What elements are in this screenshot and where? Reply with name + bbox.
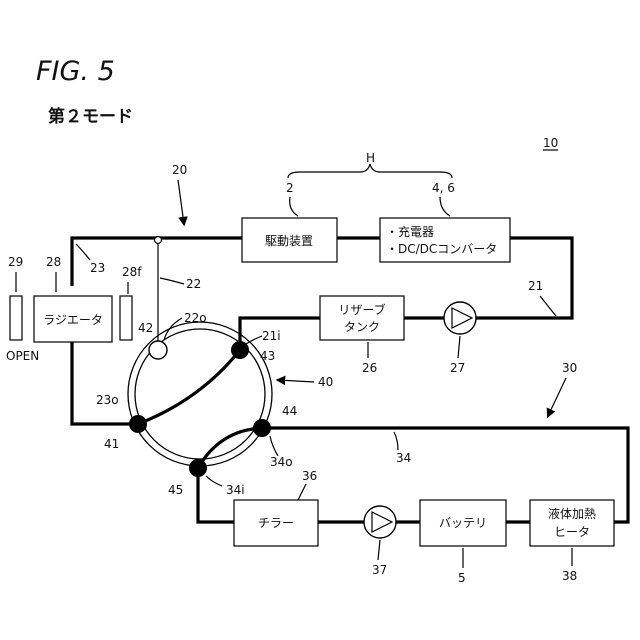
charger-leader — [440, 197, 450, 216]
port-42-ref: 42 — [138, 321, 153, 335]
brace-h-label: H — [366, 151, 375, 165]
pipe-21i-ref: 21i — [262, 329, 281, 343]
drive-label: 駆動装置 — [265, 234, 313, 248]
radiator-label: ラジエータ — [43, 313, 103, 327]
circuit-20-ref: 20 — [172, 163, 187, 177]
chiller-leader — [298, 484, 306, 500]
pipe-23o-ref: 23o — [96, 393, 119, 407]
charger-label-2: ・DC/DCコンバータ — [386, 242, 497, 256]
circuit-30-ref: 30 — [562, 361, 577, 375]
port-44-ref: 44 — [282, 404, 297, 418]
pipe-34-leader — [394, 432, 398, 450]
pump-37-leader — [378, 540, 380, 560]
drive-ref: 2 — [286, 181, 294, 195]
chiller-ref: 36 — [302, 469, 317, 483]
shutter-29 — [10, 296, 22, 340]
heater-ref: 38 — [562, 569, 577, 583]
valve-40-arrow — [278, 380, 314, 382]
pipe-22-leader — [160, 278, 184, 284]
reserve-label-1: リザーブ — [338, 302, 385, 317]
mode-title: 第２モード — [48, 106, 133, 127]
radiator-ref: 28 — [46, 255, 61, 269]
pipe-23-leader — [76, 244, 90, 260]
brace-h — [288, 164, 452, 178]
port-45-ref: 45 — [168, 483, 183, 497]
system-ref: 10 — [543, 136, 558, 150]
heater-label-1: 液体加熱 — [548, 506, 596, 521]
pipe-22o-leader — [164, 318, 182, 340]
fan-28f — [120, 296, 132, 340]
port-42 — [149, 341, 167, 359]
flow-41-43 — [138, 350, 240, 424]
pump-27-ref: 27 — [450, 361, 465, 375]
circuit-20-arrow — [178, 180, 184, 224]
figure-title: FIG. 5 — [36, 56, 115, 87]
pipe-34o-ref: 34o — [270, 455, 293, 469]
charger-ref: 4, 6 — [432, 181, 455, 195]
circuit-30-arrow — [548, 378, 566, 416]
battery-label: バッテリ — [439, 516, 487, 530]
pipe-34i-leader — [206, 476, 222, 486]
heater-label-2: ヒータ — [554, 525, 590, 539]
valve-40-ref: 40 — [318, 375, 333, 389]
pipe-34i-ref: 34i — [226, 483, 245, 497]
flow-45-44 — [198, 428, 262, 468]
pump-27-leader — [458, 336, 460, 358]
valve-40-outer — [128, 322, 272, 466]
pipe-21-ref: 21 — [528, 279, 543, 293]
pipe-34-ref: 34 — [396, 451, 411, 465]
battery-ref: 5 — [458, 571, 466, 585]
chiller-label: チラー — [258, 516, 294, 530]
port-43-ref: 43 — [260, 349, 275, 363]
pipe-23-ref: 23 — [90, 261, 105, 275]
drive-leader — [290, 197, 298, 216]
pipe-21-leader — [540, 296, 556, 316]
reserve-ref: 26 — [362, 361, 377, 375]
shutter-ref: 29 — [8, 255, 23, 269]
junction-22 — [155, 237, 162, 244]
pump-37-ref: 37 — [372, 563, 387, 577]
pipe-34o-leader — [270, 436, 278, 456]
fan-ref: 28f — [122, 265, 142, 279]
charger-label-1: ・充電器 — [386, 224, 434, 239]
port-41-ref: 41 — [104, 437, 119, 451]
reserve-label-2: タンク — [344, 320, 380, 334]
pipe-22-ref: 22 — [186, 277, 201, 291]
shutter-state: OPEN — [6, 349, 39, 363]
pipe-23o — [72, 342, 138, 424]
port-41 — [129, 415, 147, 433]
